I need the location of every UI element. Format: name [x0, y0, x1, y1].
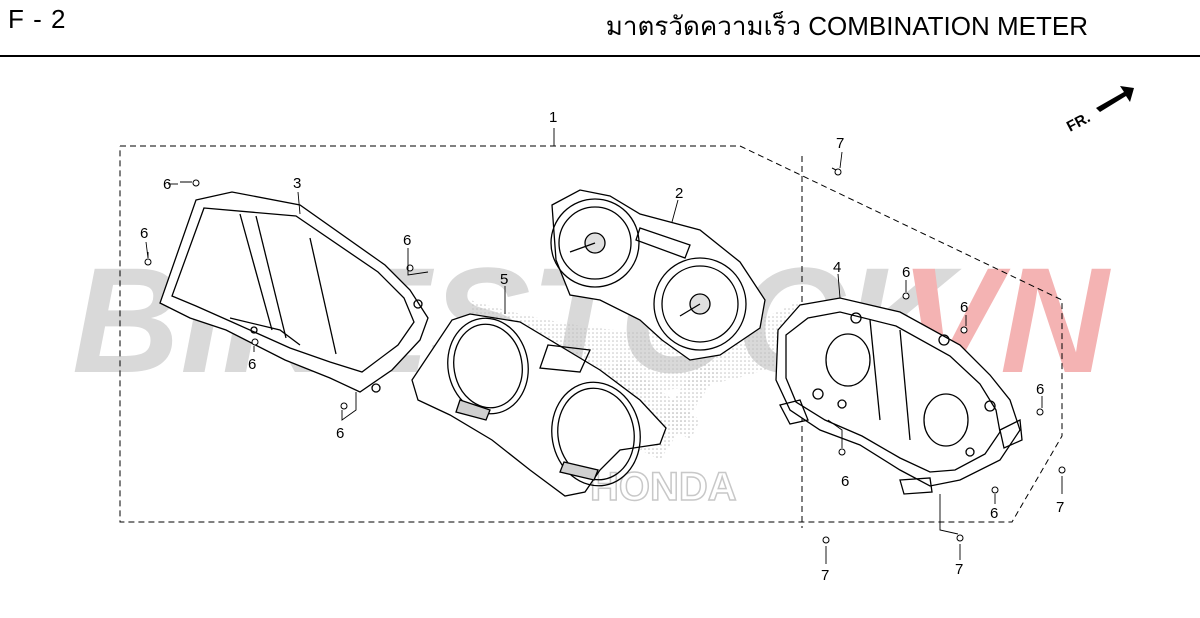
screw-7-bottom-right	[956, 534, 964, 542]
screw-6-housing-right	[960, 326, 968, 334]
header-divider	[0, 55, 1200, 57]
screw-7-right	[1058, 466, 1066, 474]
callout-7a: 7	[836, 135, 844, 152]
callout-3: 3	[293, 175, 301, 192]
fr-label: FR.	[1064, 109, 1093, 135]
leader-lines	[145, 128, 1063, 564]
screw-6-housing-top	[902, 292, 910, 300]
callout-4: 4	[833, 259, 841, 276]
callout-7c: 7	[821, 567, 829, 584]
arrow-icon	[1096, 86, 1134, 112]
callout-6i: 6	[841, 473, 849, 490]
screws	[144, 167, 1066, 544]
callout-1: 1	[549, 109, 557, 126]
screw-6-lens-bottom	[251, 338, 259, 346]
callout-6c: 6	[403, 232, 411, 249]
part-3-meter-lens	[159, 191, 429, 393]
page-code: F - 2	[8, 4, 67, 34]
screw-6-housing-bottom-right	[991, 486, 999, 494]
callout-5: 5	[500, 271, 508, 288]
part-2-gauge-unit	[550, 189, 766, 361]
callout-6a: 6	[163, 176, 171, 193]
part-4-rear-housing	[775, 297, 1023, 495]
callout-6f: 6	[902, 264, 910, 281]
callout-7b: 7	[1056, 499, 1064, 516]
front-direction-indicator: FR.	[1064, 86, 1134, 136]
screw-6-housing-bottom-left	[838, 448, 846, 456]
page-title: มาตรวัดความเร็ว COMBINATION METER	[605, 11, 1088, 41]
part-5-meter-case	[411, 313, 667, 497]
screw-6-lens-right	[406, 264, 414, 272]
screw-6-housing-far-right	[1036, 408, 1044, 416]
screw-6-top-left	[180, 179, 200, 187]
callout-6j: 6	[990, 505, 998, 522]
callout-6d: 6	[248, 356, 256, 373]
callout-6h: 6	[1036, 381, 1044, 398]
callout-2: 2	[675, 185, 683, 202]
callout-6g: 6	[960, 299, 968, 316]
callout-6e: 6	[336, 425, 344, 442]
honda-text: HONDA	[590, 465, 737, 509]
callout-7d: 7	[955, 561, 963, 578]
screw-7-top	[831, 167, 842, 176]
callout-6b: 6	[140, 225, 148, 242]
page-header: F - 2 มาตรวัดความเร็ว COMBINATION METER	[0, 0, 1200, 57]
callout-labels: 1 2 3 4 5 6 6 6 6 6 6 6 6 6 6 7 7 7 7	[140, 109, 1064, 584]
screw-6-lens-lower	[340, 402, 348, 410]
screw-7-bottom-left	[822, 536, 830, 544]
